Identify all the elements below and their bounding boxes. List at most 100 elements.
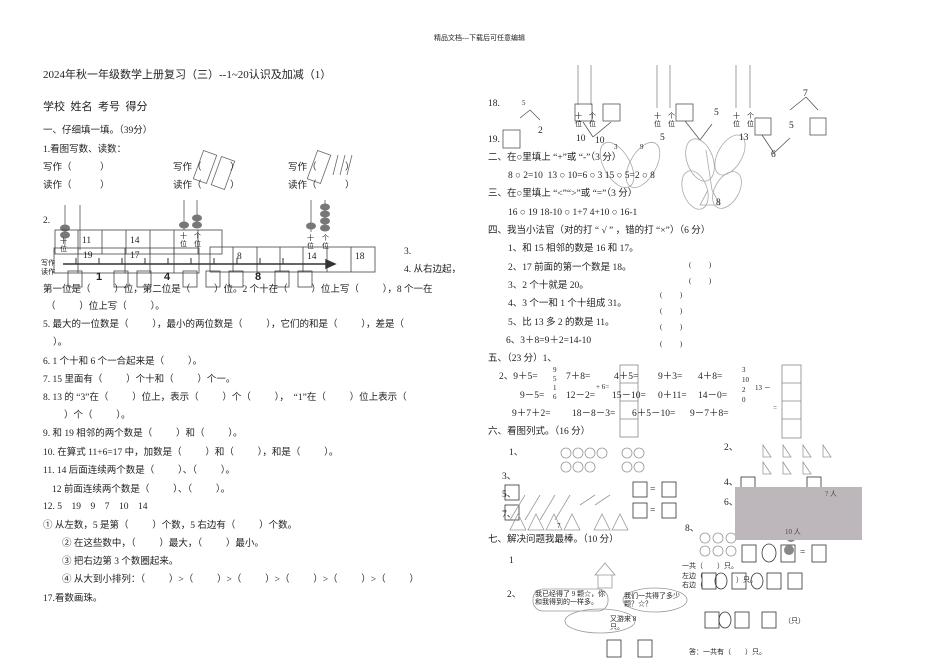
answer-paren: ( ) <box>689 277 712 285</box>
calc: 4＋8= <box>698 372 723 382</box>
fan-number: 1 <box>553 384 557 392</box>
write-label-2: 写作（ ） <box>173 163 240 173</box>
answer-line: 答：一共有（ ）只。 <box>689 648 766 656</box>
judge-item: 5、比 13 多 2 的数是 11。 <box>508 318 615 328</box>
total-birds: 一共（ ）只。 <box>682 562 738 570</box>
fan-number: + 6= <box>596 383 610 391</box>
calc: 7＋8= <box>566 372 591 382</box>
speech-bubble-boy: 我已经得了 9 颗☆，你和我得到的一样多。 <box>535 590 605 606</box>
page-title: 2024年秋一年级数学上册复习（三）--1~20认识及加减（1） <box>43 69 332 81</box>
unit-label: ）只。 <box>736 576 757 584</box>
answer-paren: ( ) <box>660 291 683 299</box>
place-one-label: 个位 <box>668 112 675 128</box>
place-ten-label: 十位 <box>733 112 740 128</box>
grid-cell: 18 <box>355 252 365 262</box>
abacus-3 <box>306 200 330 232</box>
place-one-label: 个位 <box>194 232 201 248</box>
answer-paren: ( ) <box>689 261 712 269</box>
q7: 7. 15 里面有（ ）个十和（ ）个一。 <box>43 375 236 385</box>
calc: 9＋7＋2= <box>512 409 551 419</box>
picture-label: 1、 <box>509 448 524 458</box>
q3: 3. <box>404 247 412 257</box>
write-label-1: 写作（ ） <box>43 163 110 173</box>
tree-drawings <box>599 134 746 210</box>
speech-bubble-ducks: 又游来 8 只。 <box>610 615 637 631</box>
tree-number: 5 <box>660 133 665 143</box>
section-3-heading: 三、在○里填上 “<”“>”或 “=”（3 分） <box>488 189 638 199</box>
number-line-mark: 4 <box>164 271 171 283</box>
q19: 19. <box>488 135 500 145</box>
tree-number: 9 <box>640 143 644 151</box>
tree-number: 2 <box>538 126 543 136</box>
tree-number: 5 <box>789 121 794 131</box>
answer-paren: ( ) <box>660 307 683 315</box>
fan-number: 13 － <box>755 384 771 392</box>
calc: 9＋3= <box>658 372 683 382</box>
line-write-label: 写作 <box>41 259 55 267</box>
read-label-2: 读作（ ） <box>173 181 240 191</box>
seven-label: 7 <box>557 522 561 530</box>
answer-paren: ( ) <box>660 323 683 331</box>
place-ten-label: 十位 <box>575 112 582 128</box>
read-label-1: 读作（ ） <box>43 181 110 191</box>
place-one-label: 个位 <box>747 112 754 128</box>
calc: 9－7＋8= <box>690 409 729 419</box>
tree-number: 5 <box>522 99 526 107</box>
q6: 6. 1 个十和 6 个一合起来是（ ）。 <box>43 357 203 367</box>
number-grid <box>53 229 376 288</box>
q9: 9. 和 19 相邻的两个数是（ ）和（ ）。 <box>43 429 243 439</box>
picture-label: 5、 <box>502 490 517 500</box>
number-line <box>63 258 337 270</box>
fan-number: 3 <box>742 366 746 374</box>
q12-1: ① 从左数，5 是第（ ）个数，5 右边有（ ）个数。 <box>43 521 298 531</box>
answer-boxes <box>502 96 827 154</box>
problem-2-label: 2、 <box>507 590 522 600</box>
abacus-2 <box>179 200 202 230</box>
picture-label: 3、 <box>502 472 517 482</box>
place-one-label: 个位 <box>322 234 329 250</box>
q12-2: ② 在这些数中，（ ）最大，（ ）最小。 <box>62 539 264 549</box>
q18: 18. <box>488 99 500 109</box>
q8-end: ）个（ ）。 <box>64 411 131 421</box>
judge-item: 1、和 15 相邻的数是 16 和 17。 <box>508 244 639 254</box>
stick-bundles <box>192 149 353 191</box>
number-line-mark: 1 <box>96 271 103 283</box>
section-7-heading: 七、解决问题我最棒。（10 分） <box>488 535 619 545</box>
q17: 17.看数画珠。 <box>43 594 103 604</box>
equals-sign: = <box>650 485 656 495</box>
calc: 9－5= <box>520 391 545 401</box>
left-side-label: 左边（ <box>682 572 703 580</box>
line-read-label: 读作 <box>41 268 55 276</box>
section-6-heading: 六、看图列式。（16 分） <box>488 427 591 437</box>
tree-number: 3 <box>614 143 618 151</box>
picture-label: 6、 <box>724 498 739 508</box>
q4-start: 4. 从右边起， <box>404 265 462 275</box>
section-2-problems: 8 ○ 2=10 13 ○ 10=6 ○ 3 15 ○ 5=2 ○ 8 <box>508 171 655 181</box>
q4-line-end: （ ）位上写（ ）。 <box>46 302 165 312</box>
section-5-heading: 五、（23 分）1、 <box>488 354 557 364</box>
calc: 14－0= <box>698 391 728 401</box>
section-2-heading: 二、在○里填上 “+”或 “-”（3 分） <box>488 153 622 163</box>
q10: 10. 在算式 11+6=17 中，加数是（ ）和（ ），和是（ ）。 <box>43 448 339 458</box>
answer-paren: ( ) <box>660 340 683 348</box>
fan-number: 2 <box>742 386 746 394</box>
page-header: 精品文档---下载后可任意编辑 <box>434 34 525 42</box>
calc-columns <box>619 364 802 439</box>
calc: 15－10= <box>612 391 646 401</box>
place-ten-label: 十位 <box>654 112 661 128</box>
q5: 5. 最大的一位数是（ ），最小的两位数是（ ），它们的和是（ ），差是（ <box>43 320 405 330</box>
section-1-heading: 一、仔细填一填。（39分） <box>43 126 153 136</box>
right-abacus-rods <box>577 65 751 108</box>
calc: 0＋11= <box>658 391 687 401</box>
picture-label: 8、 <box>685 524 700 534</box>
write-label-3: 写作（ ） <box>288 163 355 173</box>
student-info-line: 学校 姓名 考号 得分 <box>43 101 148 113</box>
judge-item: 2、17 前面的第一个数是 18。 <box>508 263 632 273</box>
q11-b: 12 前面连续两个数是（ ）、（ ）。 <box>52 485 231 495</box>
place-one-label: 个位 <box>589 112 596 128</box>
calc: 18－8－3= <box>572 409 616 419</box>
read-label-3: 读作（ ） <box>288 181 355 191</box>
picture-label: 7、 <box>502 510 517 520</box>
tree-number: 13 <box>739 133 749 143</box>
